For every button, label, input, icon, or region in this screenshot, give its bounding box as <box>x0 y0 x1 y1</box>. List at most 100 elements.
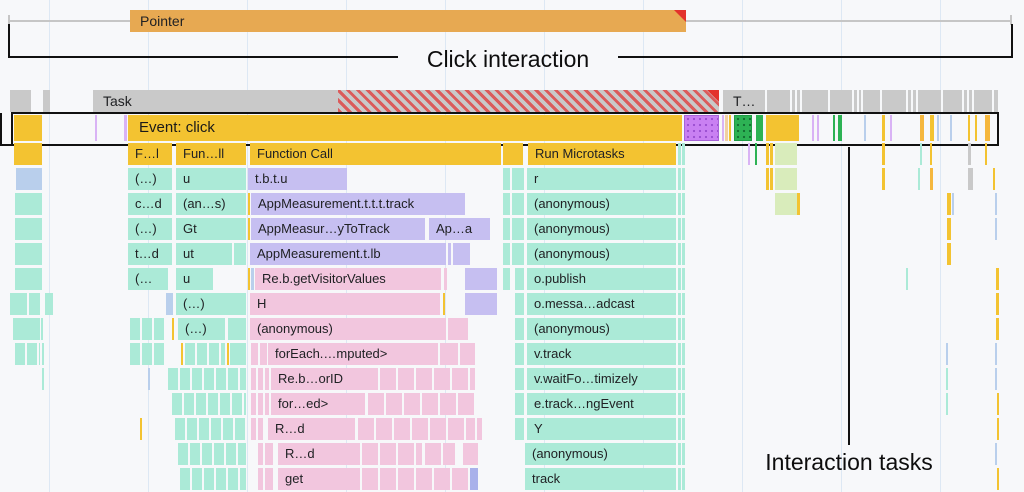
event-block[interactable] <box>14 115 42 141</box>
main-task-bar[interactable]: Task <box>93 90 338 112</box>
flame-block[interactable] <box>10 293 27 315</box>
task-label: Task <box>103 93 132 109</box>
flame-cell[interactable]: (anonymous) <box>525 443 676 465</box>
flame-cell[interactable]: R…d <box>278 443 360 465</box>
flame-cell[interactable]: (anonymous) <box>527 193 676 215</box>
flame-cell[interactable]: (…) <box>178 318 225 340</box>
flame-cell[interactable]: Fun…ll <box>176 143 246 165</box>
flame-cell[interactable]: (… <box>128 268 168 290</box>
task-segment <box>802 90 828 112</box>
flame-cell[interactable]: c…d <box>128 193 172 215</box>
flame-sliver <box>248 268 250 290</box>
flame-sliver <box>227 343 229 365</box>
flame-sliver <box>996 318 999 340</box>
flame-block[interactable] <box>775 193 797 215</box>
flame-cell[interactable]: t.b.t.u <box>248 168 347 190</box>
flame-block[interactable] <box>465 268 497 290</box>
flame-sliver <box>251 418 256 440</box>
flame-cell[interactable]: (…) <box>128 218 172 240</box>
task-segment <box>859 90 861 112</box>
flame-cell[interactable]: Y <box>527 418 676 440</box>
flame-cell-function-call[interactable]: Function Call <box>250 143 500 165</box>
flame-sliver <box>996 268 999 290</box>
flame-sliver <box>515 268 524 290</box>
flame-sliver <box>968 168 973 190</box>
event-block-green[interactable] <box>734 115 752 141</box>
flame-cell[interactable]: (anonymous) <box>527 243 676 265</box>
flame-cell[interactable]: AppMeasurement.t.t.t.track <box>251 193 465 215</box>
flame-cell[interactable]: u <box>176 268 213 290</box>
task-segment <box>918 90 941 112</box>
flame-block[interactable] <box>470 468 478 490</box>
flame-cell[interactable]: forEach.…mputed> <box>268 343 438 365</box>
flame-cell[interactable]: H <box>250 293 440 315</box>
event-click-bar[interactable]: Event: click <box>128 115 682 141</box>
flame-cell[interactable]: u <box>176 168 246 190</box>
flame-cell[interactable]: AppMeasurement.t.lb <box>250 243 446 265</box>
flame-cell[interactable]: F…l <box>128 143 172 165</box>
flame-cell[interactable]: Gt <box>176 218 246 240</box>
flame-sliver <box>918 168 920 190</box>
event-block-green[interactable] <box>756 115 763 141</box>
flame-cell[interactable]: R…d <box>268 418 355 440</box>
flame-cell[interactable]: e.track…ngEvent <box>527 393 676 415</box>
flame-cell[interactable]: (anonymous) <box>527 318 676 340</box>
flame-block[interactable] <box>14 143 42 165</box>
flame-sliver <box>512 243 524 265</box>
flame-sliver <box>515 293 524 315</box>
flame-block[interactable] <box>503 143 523 165</box>
flame-block[interactable] <box>15 218 42 240</box>
event-sliver <box>985 115 990 141</box>
flame-block[interactable] <box>16 168 42 190</box>
flame-cell[interactable]: get <box>278 468 360 490</box>
flame-sliver <box>682 468 685 490</box>
flame-cell[interactable]: (an…s) <box>176 193 246 215</box>
flame-sliver <box>512 193 524 215</box>
flame-cell[interactable]: v.track <box>527 343 676 365</box>
flame-block[interactable] <box>15 268 42 290</box>
pointer-interaction-bar[interactable]: Pointer <box>130 10 686 32</box>
flame-block[interactable] <box>775 143 797 165</box>
flame-cell[interactable]: (anonymous) <box>250 318 446 340</box>
long-task-hatched-region[interactable] <box>338 90 719 112</box>
flame-cell[interactable]: for…ed> <box>271 393 365 415</box>
flame-block-cluster <box>180 468 246 490</box>
flame-cell[interactable]: Ap…a <box>429 218 490 240</box>
flame-block[interactable] <box>775 168 797 190</box>
flame-sliver <box>503 243 510 265</box>
flame-cell[interactable]: t…d <box>128 243 172 265</box>
flame-cell[interactable]: r <box>527 168 676 190</box>
flame-cell[interactable]: (…) <box>176 293 246 315</box>
flame-cell[interactable]: track <box>525 468 676 490</box>
flame-sliver <box>448 243 451 265</box>
flame-sliver <box>678 218 681 240</box>
flame-block[interactable] <box>465 293 497 315</box>
event-block-violet[interactable] <box>684 115 719 141</box>
flame-block[interactable] <box>15 243 42 265</box>
flame-sliver <box>985 143 987 165</box>
flame-cell[interactable]: AppMeasur…yToTrack <box>251 218 425 240</box>
second-task-bar[interactable]: T… <box>723 90 765 112</box>
flame-sliver <box>512 218 524 240</box>
flame-cell-run-microtasks[interactable]: Run Microtasks <box>528 143 676 165</box>
click-interaction-annotation: Click interaction <box>426 46 590 72</box>
flame-cell[interactable]: o.publish <box>527 268 676 290</box>
flame-cell[interactable]: o.messa…adcast <box>527 293 676 315</box>
flame-cell[interactable]: (…) <box>128 168 172 190</box>
task-segment <box>908 90 911 112</box>
flame-sliver <box>503 268 510 290</box>
flame-cell[interactable]: Re.b.getVisitorValues <box>255 268 441 290</box>
flame-sliver <box>515 318 524 340</box>
task-segment <box>994 90 998 112</box>
event-sliver <box>950 115 952 141</box>
flame-sliver <box>678 168 681 190</box>
flame-cell[interactable]: Re.b…orID <box>271 368 378 390</box>
flame-block[interactable] <box>13 318 40 340</box>
flame-sliver <box>766 168 769 190</box>
flame-cell[interactable]: v.waitFo…timizely <box>527 368 676 390</box>
flame-cell[interactable]: ut <box>176 243 232 265</box>
flame-cell[interactable]: (anonymous) <box>527 218 676 240</box>
flame-block[interactable] <box>15 193 42 215</box>
flame-sliver <box>770 143 773 165</box>
event-block[interactable] <box>766 115 799 141</box>
